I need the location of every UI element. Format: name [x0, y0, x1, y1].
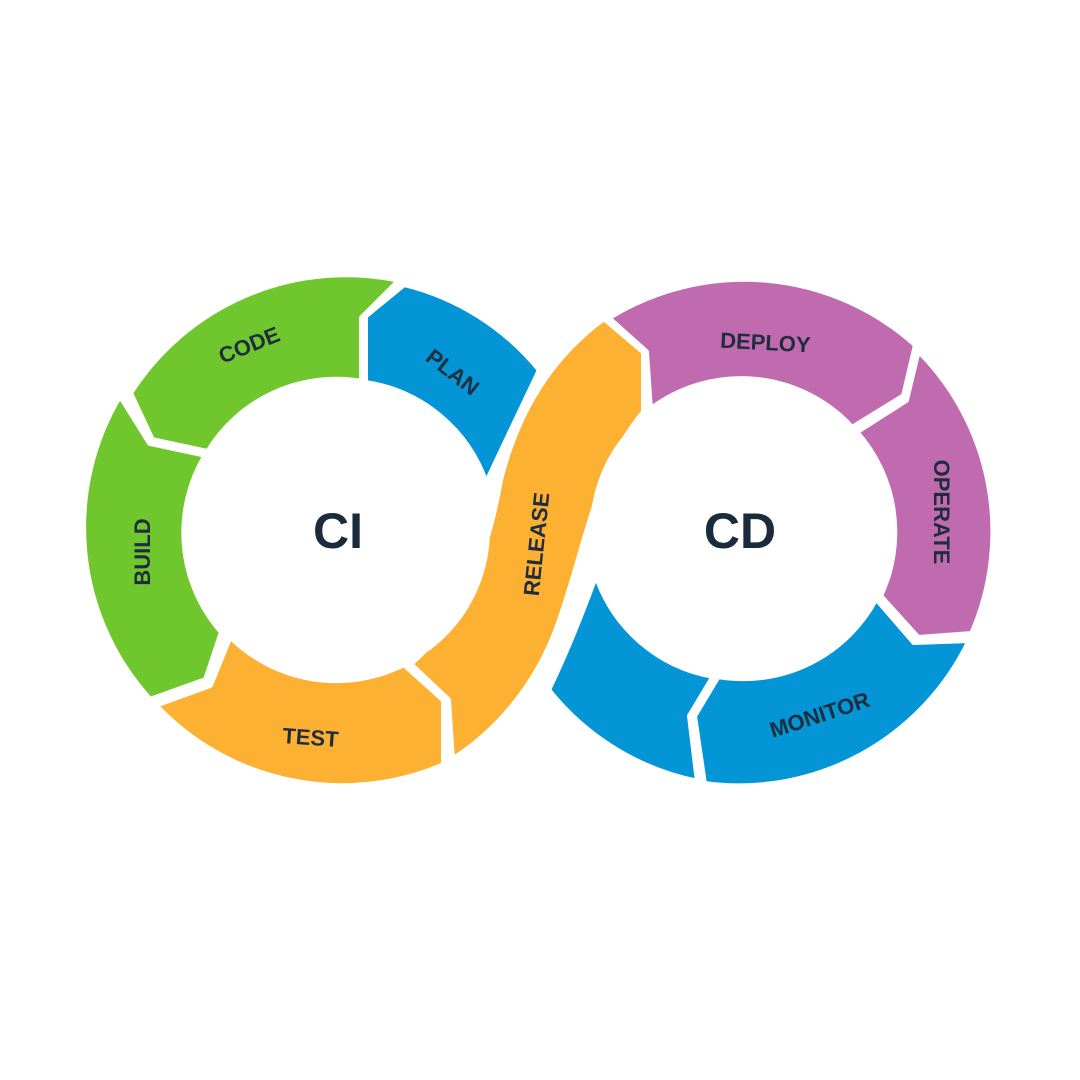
- segment-code: [127, 271, 403, 455]
- segment-operate: [853, 347, 997, 641]
- segment-test: [152, 633, 447, 790]
- ci-hub: [190, 380, 490, 680]
- stage-label-deploy: DEPLOY: [720, 328, 812, 358]
- stage-label-test: TEST: [282, 723, 340, 752]
- segment-build: [80, 392, 225, 703]
- segment-plan: [362, 281, 543, 487]
- cd-hub: [590, 380, 890, 680]
- segment-monitor: [691, 595, 973, 790]
- cd-hub-label: CD: [704, 503, 776, 559]
- ci-hub-label: CI: [313, 503, 363, 559]
- stage-label-operate: OPERATE: [929, 460, 954, 565]
- cd-ring: [545, 275, 997, 790]
- stage-label-build: BUILD: [130, 518, 155, 585]
- ci-ring: [80, 271, 543, 790]
